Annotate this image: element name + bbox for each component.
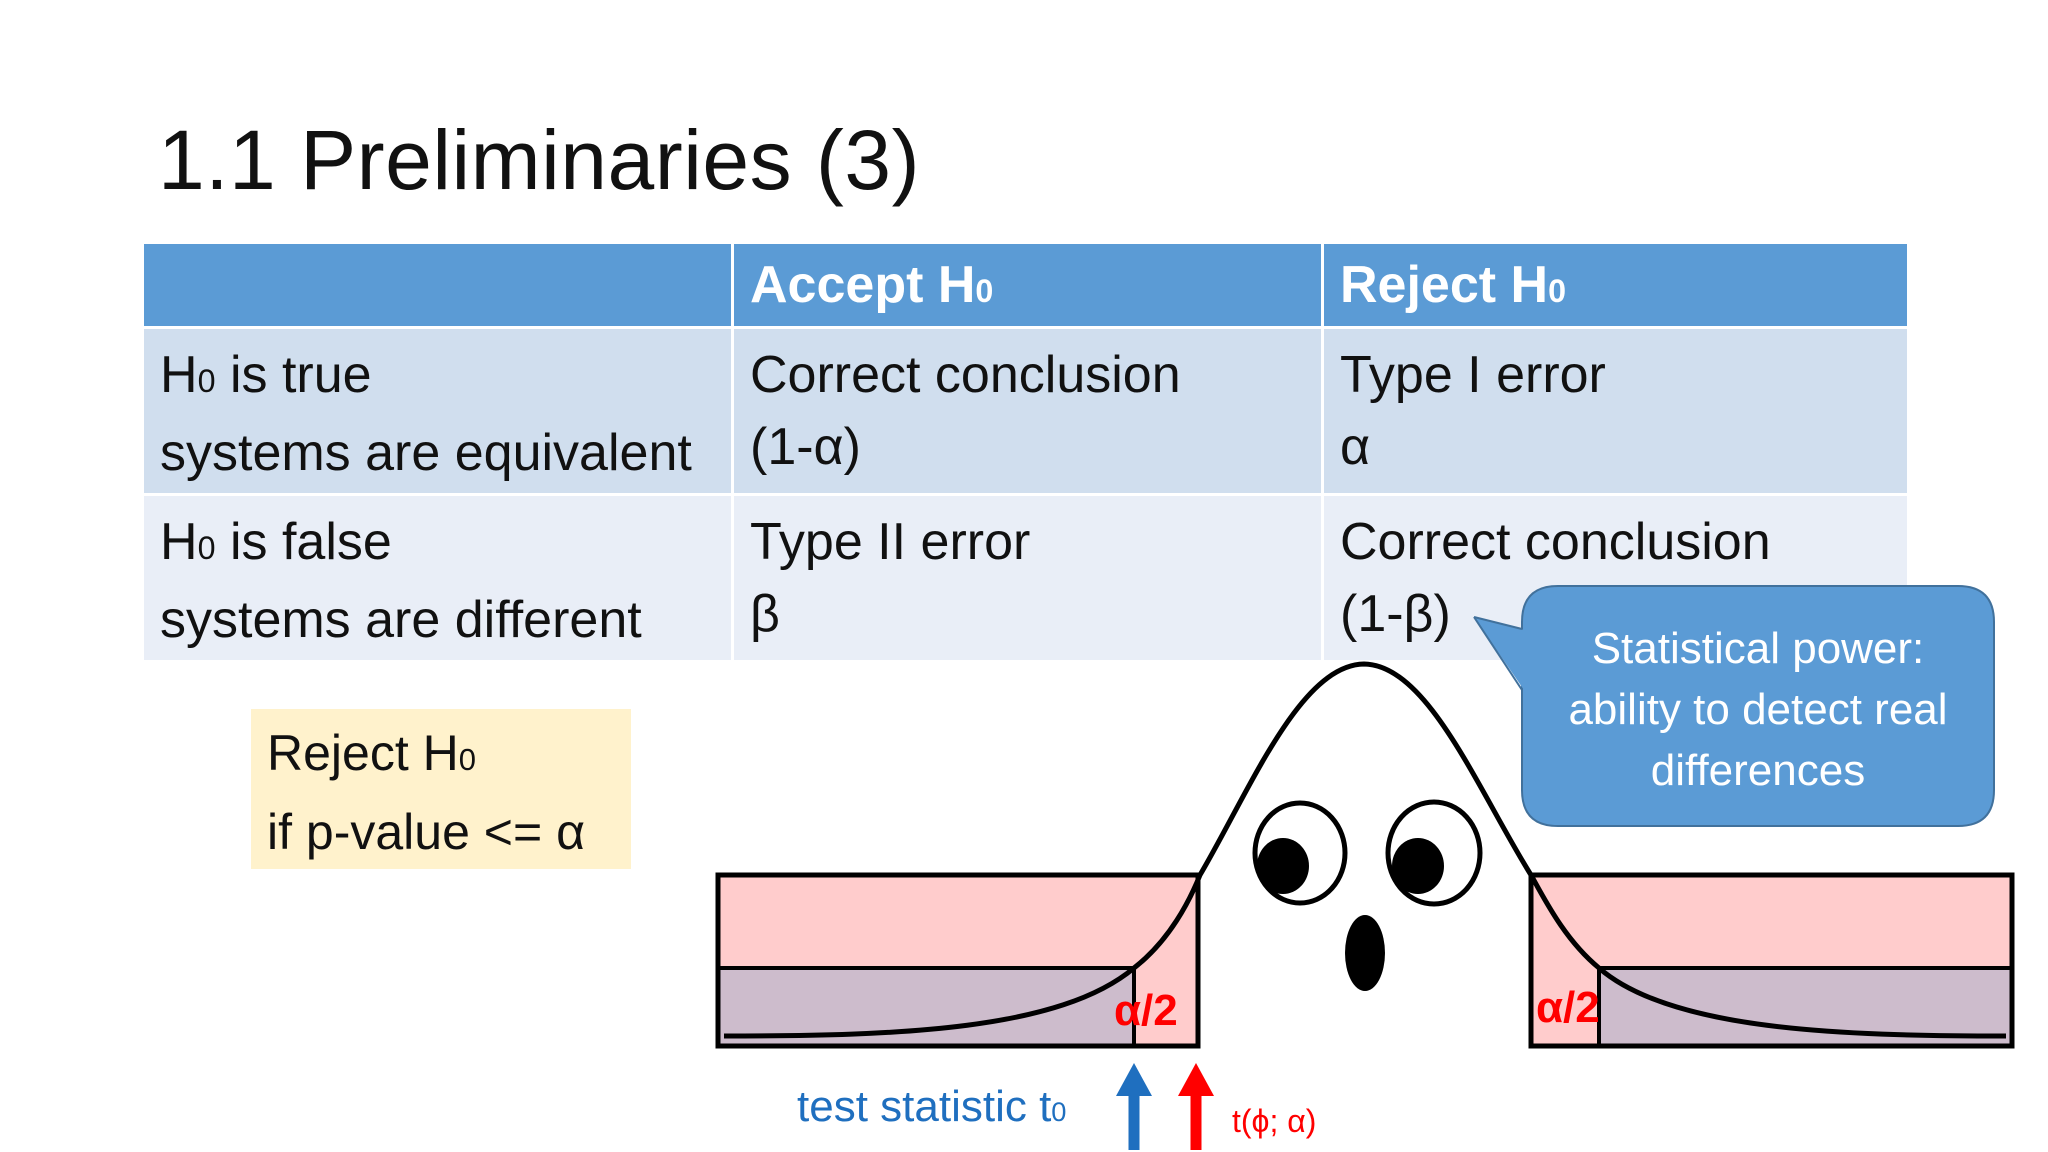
header-reject-text: Reject H xyxy=(1340,256,1549,314)
row-label-subscript: 0 xyxy=(197,363,216,399)
right-alpha-half-label: α/2 xyxy=(1536,983,1600,1032)
header-accept-h0: Accept H0 xyxy=(734,244,1321,326)
left-pupil-icon xyxy=(1257,838,1309,894)
accept-cell-line2: (1-α) xyxy=(750,418,861,476)
critical-value-label: t(ϕ; α) xyxy=(1232,1103,1317,1139)
header-accept-text: Accept H xyxy=(750,256,976,314)
row-label-rest: is false xyxy=(215,513,392,571)
mouth-icon xyxy=(1345,915,1385,991)
row-label-subscript: 0 xyxy=(197,530,216,566)
header-accept-subscript: 0 xyxy=(975,273,994,309)
accept-cell-line1: Correct conclusion xyxy=(750,346,1181,404)
callout-line2: ability to detect real xyxy=(1568,685,1948,734)
rejection-rule-box: Reject H0 if p-value <= α xyxy=(251,709,631,869)
callout-pointer-edge xyxy=(1473,616,1523,691)
reject-cell-line1: Correct conclusion xyxy=(1340,513,1771,571)
left-overlap-region xyxy=(718,968,1134,1046)
rule-reject-text: Reject H xyxy=(267,725,459,781)
callout-pointer-edge xyxy=(1473,616,1523,630)
row-label-cell: H0 is true systems are equivalent xyxy=(144,329,731,493)
row-label-h: H xyxy=(160,513,198,571)
callout-line3: differences xyxy=(1650,746,1866,795)
critical-value-arrow-icon xyxy=(1178,1063,1214,1150)
left-rejection-border xyxy=(715,872,1201,1049)
rule-subscript: 0 xyxy=(458,742,476,777)
table-row-h0-true: H0 is true systems are equivalent Correc… xyxy=(144,329,1907,493)
test-statistic-label: test statistic t0 xyxy=(797,1082,1066,1132)
row-label-line1: H0 is false xyxy=(160,506,715,584)
row-label-line2: systems are different xyxy=(160,591,642,649)
right-overlap-region xyxy=(1599,968,2012,1046)
reject-cell-line1: Type I error xyxy=(1340,346,1606,404)
row-label-line1: H0 is true xyxy=(160,339,715,417)
rule-line1: Reject H0 xyxy=(267,717,615,796)
row-label-line2: systems are equivalent xyxy=(160,424,692,482)
reject-cell: Type I error α xyxy=(1324,329,1907,493)
row-label-h: H xyxy=(160,346,198,404)
accept-cell-line1: Type II error xyxy=(750,513,1031,571)
right-pupil-icon xyxy=(1392,838,1444,894)
table-row-h0-false: H0 is false systems are different Type I… xyxy=(144,496,1907,660)
accept-cell: Correct conclusion (1-α) xyxy=(734,329,1321,493)
left-tail-fill xyxy=(1134,875,1198,1046)
row-label-rest: is true xyxy=(215,346,372,404)
row-label-cell: H0 is false systems are different xyxy=(144,496,731,660)
accept-cell: Type II error β xyxy=(734,496,1321,660)
callout-line1: Statistical power: xyxy=(1591,624,1925,673)
left-alpha-half-label: α/2 xyxy=(1114,986,1178,1035)
header-reject-subscript: 0 xyxy=(1548,273,1567,309)
right-rejection-border xyxy=(1528,872,2015,1049)
test-statistic-arrow-icon xyxy=(1116,1063,1152,1150)
rule-line2: if p-value <= α xyxy=(267,804,585,860)
table-header-row: Accept H0 Reject H0 xyxy=(144,244,1907,326)
header-reject-h0: Reject H0 xyxy=(1324,244,1907,326)
page-title: 1.1 Preliminaries (3) xyxy=(158,113,921,207)
callout-bubble xyxy=(1521,585,1995,827)
reject-cell-line2: α xyxy=(1340,418,1371,476)
accept-cell-line2: β xyxy=(750,585,780,643)
decision-matrix-table: Accept H0 Reject H0 H0 is true systems a… xyxy=(141,241,1910,663)
header-blank-cell xyxy=(144,244,731,326)
reject-cell-line2: (1-β) xyxy=(1340,585,1451,643)
test-statistic-subscript: 0 xyxy=(1051,1096,1067,1127)
test-statistic-text: test statistic t xyxy=(797,1082,1052,1131)
distribution-curve xyxy=(723,661,2007,1039)
statistical-power-callout: Statistical power: ability to detect rea… xyxy=(1520,618,1996,801)
